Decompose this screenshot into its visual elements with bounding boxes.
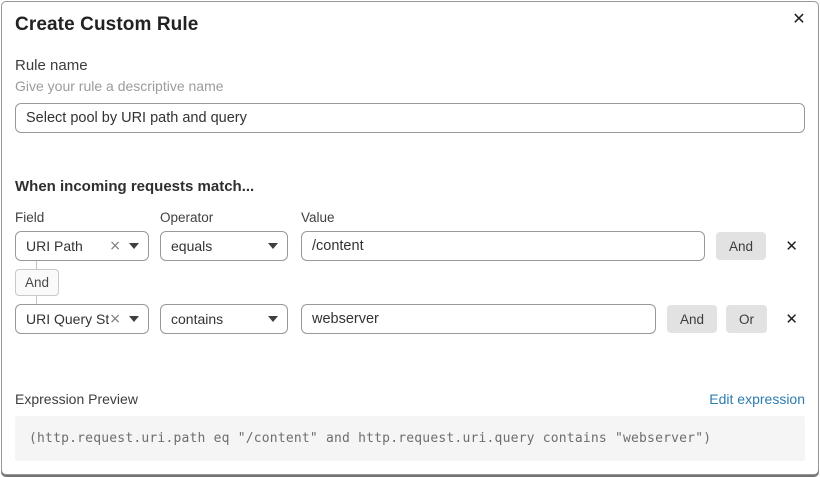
connector-line-bottom xyxy=(36,296,37,304)
operator-select-1[interactable]: equals xyxy=(160,231,288,261)
clear-icon[interactable]: × xyxy=(109,311,121,327)
rule-name-input[interactable] xyxy=(15,103,805,133)
value-input-2[interactable] xyxy=(301,304,656,334)
field-column-label: Field xyxy=(15,210,45,225)
edit-expression-link[interactable]: Edit expression xyxy=(709,391,805,407)
operator-select-2-value: contains xyxy=(171,311,224,327)
field-select-1-value: URI Path xyxy=(26,238,83,254)
chevron-down-icon[interactable] xyxy=(129,316,139,322)
field-select-2-value: URI Query St... xyxy=(26,311,110,327)
operator-select-2[interactable]: contains xyxy=(160,304,288,334)
builder-column-headers: Field Operator Value xyxy=(15,210,805,225)
add-or-condition-button-2[interactable]: Or xyxy=(726,305,768,333)
close-icon[interactable]: ✕ xyxy=(788,8,810,30)
field-select-2[interactable]: URI Query St... × xyxy=(15,304,149,334)
row-connector: And xyxy=(15,261,805,304)
value-input-1[interactable] xyxy=(301,231,705,261)
and-connector-badge: And xyxy=(15,269,59,296)
rule-name-hint: Give your rule a descriptive name xyxy=(15,78,224,94)
clear-icon[interactable]: × xyxy=(109,238,121,254)
remove-row-icon-2[interactable]: ✕ xyxy=(785,310,798,328)
page-title: Create Custom Rule xyxy=(15,14,199,35)
expression-preview-header: Expression Preview Edit expression xyxy=(15,391,805,407)
chevron-down-icon[interactable] xyxy=(268,316,278,322)
rule-name-label: Rule name xyxy=(15,57,88,74)
expression-code-block: (http.request.uri.path eq "/content" and… xyxy=(15,416,805,461)
operator-column-label: Operator xyxy=(160,210,214,225)
value-column-label: Value xyxy=(301,210,335,225)
add-and-condition-button-2[interactable]: And xyxy=(667,305,718,333)
condition-row-1: URI Path × equals And ✕ xyxy=(15,231,805,261)
match-heading: When incoming requests match... xyxy=(15,178,255,195)
condition-row-2: URI Query St... × contains And Or ✕ xyxy=(15,304,805,334)
connector-line-top xyxy=(36,261,37,269)
rule-name-section: Rule name Give your rule a descriptive n… xyxy=(15,57,805,133)
chevron-down-icon[interactable] xyxy=(268,243,278,249)
operator-select-1-value: equals xyxy=(171,238,213,254)
remove-row-icon-1[interactable]: ✕ xyxy=(785,237,798,255)
chevron-down-icon[interactable] xyxy=(129,243,139,249)
field-select-1[interactable]: URI Path × xyxy=(15,231,149,261)
add-and-condition-button-1[interactable]: And xyxy=(716,232,767,260)
expression-preview-label: Expression Preview xyxy=(15,391,138,407)
